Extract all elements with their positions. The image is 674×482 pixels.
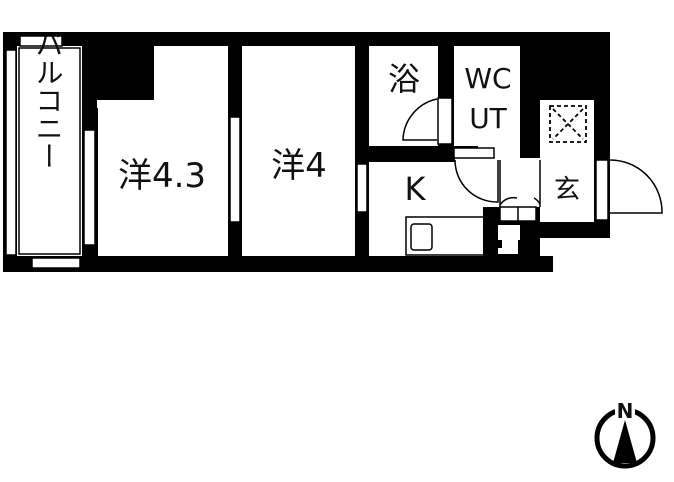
bath-label: 浴 bbox=[388, 60, 420, 98]
shoe-cabinet-icon bbox=[549, 105, 587, 143]
western-room-1-floor-upper bbox=[154, 48, 226, 102]
kitchen-counter bbox=[405, 216, 485, 256]
entrance-label: 玄 bbox=[554, 175, 580, 205]
western-room-2-label: 洋4 bbox=[271, 146, 327, 186]
wc-label: WC bbox=[464, 62, 511, 95]
western-room-2-floor bbox=[244, 48, 354, 254]
kitchen-label: K bbox=[405, 170, 427, 208]
hall-floor bbox=[483, 160, 540, 206]
bath-door-icon bbox=[402, 98, 438, 141]
wc-floor bbox=[456, 48, 518, 144]
kitchen-floor bbox=[371, 164, 483, 254]
doors bbox=[402, 98, 663, 222]
entrance-door-icon bbox=[609, 159, 663, 214]
western-room-1-label: 洋4.3 bbox=[118, 156, 206, 196]
wc-door-icon bbox=[454, 159, 499, 203]
western-room-1-floor bbox=[98, 100, 226, 254]
ut-label: UT bbox=[469, 102, 507, 135]
bath-floor bbox=[371, 48, 437, 144]
north-arrow-icon: N bbox=[594, 399, 656, 469]
windows bbox=[5, 35, 609, 269]
balcony-area bbox=[18, 47, 81, 255]
balcony-label: バルコニー bbox=[32, 30, 65, 170]
compass-label: N bbox=[617, 399, 634, 423]
